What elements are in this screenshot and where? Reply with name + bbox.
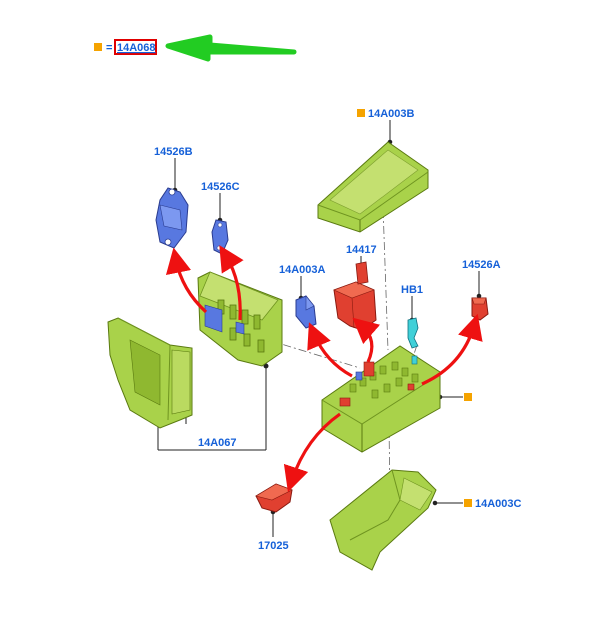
legend-part-number[interactable]: 14A068 [117, 42, 156, 54]
part-HB1-connector[interactable] [407, 317, 419, 349]
marker-14A003B [357, 109, 365, 117]
label-14526C[interactable]: 14526C [201, 181, 240, 193]
marker-main-box [464, 393, 472, 401]
part-14526C-fuse[interactable] [211, 219, 229, 255]
part-14526B-fuse[interactable] [155, 187, 189, 249]
part-14526A-fuse[interactable] [471, 297, 489, 321]
label-14A003A[interactable]: 14A003A [279, 264, 326, 276]
label-14526A[interactable]: 14526A [462, 259, 501, 271]
green-pointer-arrow [165, 34, 297, 62]
callout-markers [357, 109, 472, 507]
label-HB1[interactable]: HB1 [401, 284, 423, 296]
part-14A003C-tray[interactable] [329, 469, 437, 571]
label-14526B[interactable]: 14526B [154, 146, 193, 158]
legend: = 14A068 [94, 34, 297, 62]
legend-equals: = [106, 42, 112, 54]
label-14417[interactable]: 14417 [346, 244, 377, 256]
installation-arrows [165, 245, 483, 493]
main-fuse-box[interactable] [321, 345, 441, 453]
marker-14A003C [464, 499, 472, 507]
legend-marker [94, 43, 102, 51]
part-14417-relay[interactable] [333, 261, 377, 331]
part-14A003A[interactable] [295, 295, 317, 329]
part-14A003B-cover[interactable] [317, 141, 429, 233]
part-17025-relay[interactable] [255, 483, 293, 513]
label-14A003B[interactable]: 14A003B [368, 108, 415, 120]
label-17025[interactable]: 17025 [258, 540, 289, 552]
part-14A067-housing[interactable] [107, 317, 193, 429]
legend-highlight-box [114, 39, 157, 55]
label-14A003C[interactable]: 14A003C [475, 498, 522, 510]
label-14A067[interactable]: 14A067 [198, 437, 237, 449]
